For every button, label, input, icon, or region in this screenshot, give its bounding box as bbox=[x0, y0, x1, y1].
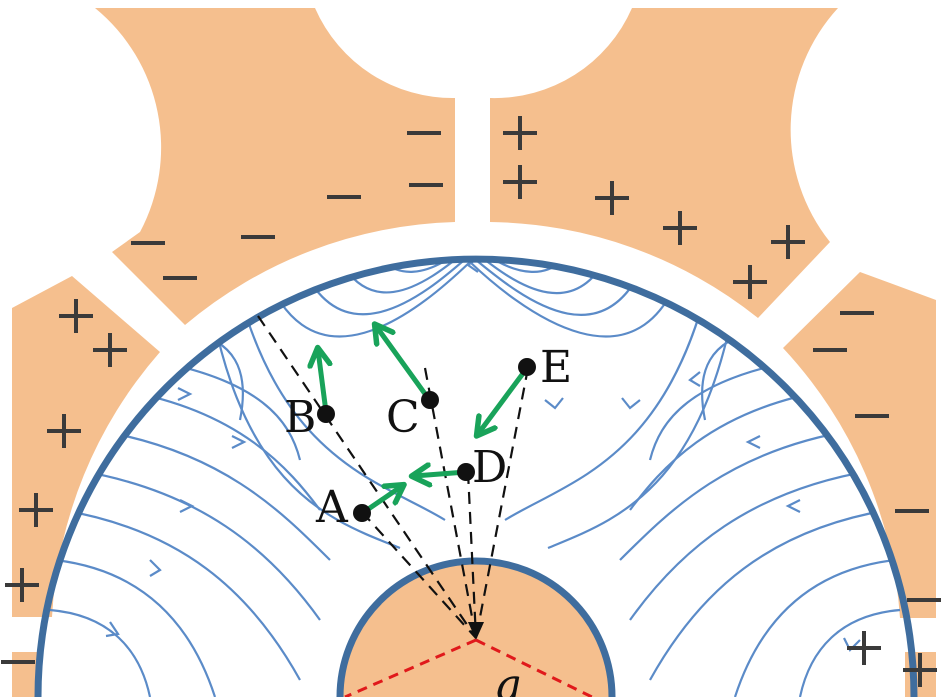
field-line bbox=[288, 259, 657, 316]
plus-sign-icon bbox=[771, 225, 805, 259]
point-b bbox=[317, 405, 335, 423]
plus-sign-icon bbox=[503, 165, 537, 199]
plus-sign-icon bbox=[595, 181, 629, 215]
plus-sign-icon bbox=[47, 414, 81, 448]
field-line bbox=[49, 608, 152, 697]
green-arrow-icon bbox=[478, 365, 530, 434]
streamline-icon bbox=[231, 435, 247, 449]
label-d: D bbox=[472, 442, 507, 493]
radial-guide-lines bbox=[257, 315, 530, 639]
field-line bbox=[629, 388, 831, 511]
field-line bbox=[94, 428, 331, 561]
point-labels: A B C D E a bbox=[284, 342, 572, 697]
green-arrow-icon bbox=[361, 486, 402, 515]
electrodes bbox=[12, 8, 936, 697]
point-d bbox=[457, 463, 475, 481]
field-line bbox=[61, 508, 301, 681]
field-line bbox=[74, 468, 321, 621]
guide-line-a bbox=[361, 511, 477, 639]
inner-ring bbox=[336, 557, 616, 697]
guide-line-c bbox=[423, 367, 478, 639]
label-center: a bbox=[496, 660, 522, 697]
streamline-icon bbox=[688, 371, 701, 387]
guide-line-e bbox=[474, 367, 530, 639]
field-line bbox=[119, 388, 321, 511]
point-a bbox=[353, 504, 371, 522]
streamline-icon bbox=[621, 397, 641, 410]
streamline-icon bbox=[177, 387, 193, 401]
field-line bbox=[228, 259, 446, 521]
label-a: A bbox=[315, 482, 349, 533]
streamline-icon bbox=[745, 435, 761, 449]
field-line bbox=[400, 222, 545, 252]
point-c bbox=[421, 391, 439, 409]
field-line bbox=[504, 259, 717, 521]
streamline-icon bbox=[149, 559, 162, 577]
plus-sign-icon bbox=[59, 299, 93, 333]
field-line bbox=[54, 558, 217, 697]
point-e bbox=[518, 358, 536, 376]
electrode-left bbox=[12, 276, 160, 617]
plus-sign-icon bbox=[903, 653, 937, 687]
plus-sign-icon bbox=[663, 211, 697, 245]
plus-sign-icon bbox=[847, 631, 881, 665]
streamline-icon bbox=[544, 397, 564, 410]
field-line bbox=[203, 267, 401, 550]
streamline-icon bbox=[785, 499, 801, 513]
electrode-top-left bbox=[95, 8, 455, 325]
field-line bbox=[798, 608, 901, 697]
field-line bbox=[649, 508, 889, 681]
plus-sign-icon bbox=[503, 116, 537, 150]
field-line bbox=[547, 267, 742, 550]
electrode-top-right bbox=[490, 8, 838, 318]
plus-sign-icon bbox=[733, 265, 767, 299]
plus-sign-icon bbox=[19, 493, 53, 527]
label-b: B bbox=[284, 392, 316, 443]
guide-line-b bbox=[257, 315, 477, 639]
label-e: E bbox=[540, 342, 572, 393]
red-radius-right bbox=[475, 638, 593, 697]
plus-sign-icon bbox=[93, 333, 127, 367]
red-radius-lines bbox=[344, 638, 593, 697]
green-arrow-icon bbox=[318, 350, 326, 415]
electrode-right bbox=[783, 272, 936, 618]
outer-ring bbox=[34, 255, 918, 697]
label-c: C bbox=[386, 392, 420, 443]
center-arrowhead-icon bbox=[468, 622, 484, 640]
field-line bbox=[149, 358, 302, 461]
field-line bbox=[629, 468, 876, 621]
green-arrow-icon bbox=[376, 326, 431, 401]
field-line bbox=[323, 259, 622, 295]
guide-line-d bbox=[466, 471, 478, 639]
field-line bbox=[619, 428, 856, 561]
points bbox=[317, 358, 536, 522]
plus-sign-icon bbox=[5, 568, 39, 602]
streamline-icon bbox=[179, 499, 195, 513]
charge-signs bbox=[1, 116, 941, 687]
streamline-icon bbox=[105, 621, 120, 638]
red-radius-left bbox=[344, 638, 477, 697]
field-line bbox=[733, 558, 896, 697]
